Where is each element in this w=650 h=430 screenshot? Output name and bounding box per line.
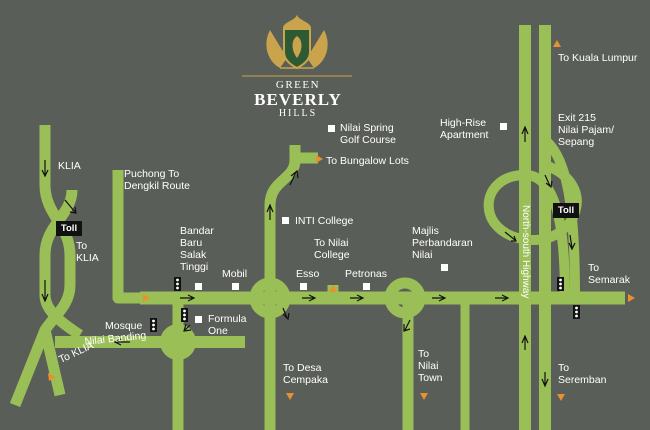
label-to-seremban: To Seremban	[558, 362, 607, 386]
brand-name-line2: BEVERLY	[254, 90, 342, 109]
interchange-ramp-road	[541, 136, 580, 299]
roundabout	[160, 324, 196, 360]
label-north-south-highway: North-south Highway	[520, 205, 531, 299]
pointer-arrow-orange	[286, 393, 294, 400]
label-to-nilai-college: To Nilai College	[314, 237, 350, 261]
label-nilai-spring: Nilai Spring Golf Course	[340, 122, 397, 146]
landmark-marker	[282, 217, 289, 224]
direction-arrow	[432, 294, 447, 302]
direction-arrow	[180, 294, 196, 302]
landmark-marker	[441, 264, 448, 271]
direction-arrow	[302, 294, 317, 302]
klia-highway-road	[39, 189, 83, 340]
green-beverly-hills-crest-icon	[266, 14, 328, 70]
pointer-arrow-orange	[420, 393, 428, 400]
direction-arrow	[289, 169, 299, 186]
label-esso: Esso	[296, 268, 320, 280]
label-to-nilai-town: To Nilai Town	[418, 348, 443, 384]
landmark-marker	[363, 283, 370, 290]
landmark-marker	[195, 316, 202, 323]
direction-arrow	[41, 160, 49, 178]
label-majlis: Majlis Perbandaran Nilai	[412, 225, 473, 261]
label-to-semarak: To Semarak	[588, 262, 631, 286]
label-puchong: Puchong To Dengkil Route	[124, 168, 190, 192]
label-petronas: Petronas	[345, 268, 388, 280]
label-to-kuala-lumpur: To Kuala Lumpur	[558, 52, 638, 64]
traffic-light-icon	[181, 308, 188, 322]
landmark-marker	[500, 123, 507, 130]
direction-arrow	[495, 294, 510, 302]
direction-arrow	[521, 334, 529, 350]
pointer-arrow-orange	[553, 40, 561, 47]
label-mosque: Mosque	[105, 320, 143, 332]
direction-arrow	[350, 294, 365, 302]
landmark-marker	[328, 125, 335, 132]
klia-branch-road	[39, 328, 66, 397]
direction-arrow	[113, 338, 130, 346]
direction-arrow	[521, 125, 529, 142]
toll-right-badge: Toll	[553, 203, 579, 218]
traffic-light-icon	[150, 318, 157, 332]
label-inti-college: INTI College	[295, 215, 354, 227]
brand-name-line1: GREEN	[275, 79, 321, 91]
direction-arrow	[568, 234, 576, 251]
direction-arrow	[41, 280, 49, 303]
roundabout	[249, 277, 291, 319]
pointer-arrow-orange	[628, 294, 635, 302]
landmark-marker	[195, 283, 202, 290]
pointer-arrow-orange	[143, 294, 150, 302]
direction-arrow	[541, 372, 549, 388]
pointer-arrow-orange	[48, 373, 56, 381]
traffic-light-icon	[573, 305, 580, 319]
label-exit-215: Exit 215 Nilai Pajam/ Sepang	[558, 112, 615, 148]
pointer-arrow-orange	[316, 155, 323, 163]
direction-arrow	[64, 199, 77, 214]
pointer-arrow-orange	[329, 285, 337, 292]
landmark-marker	[300, 283, 307, 290]
label-klia-top: KLIA	[58, 160, 81, 172]
direction-arrow	[403, 319, 411, 332]
label-formula-one: Formula One	[208, 313, 247, 337]
landmark-marker	[232, 283, 239, 290]
brand-name-line3: HILLS	[278, 108, 318, 119]
traffic-light-icon	[557, 277, 564, 291]
direction-arrow	[504, 231, 517, 242]
label-to-desa-cempaka: To Desa Cempaka	[283, 362, 328, 386]
direction-arrow	[266, 203, 274, 220]
label-high-rise: High-Rise Apartment	[440, 117, 489, 141]
label-to-bungalow-lots: To Bungalow Lots	[326, 155, 409, 167]
direction-arrow	[183, 323, 192, 332]
pointer-arrow-orange	[557, 394, 565, 401]
traffic-light-icon	[174, 277, 181, 291]
direction-arrow	[282, 307, 290, 321]
label-mobil: Mobil	[222, 268, 248, 280]
bungalow-road	[264, 145, 301, 298]
toll-left-badge: Toll	[56, 221, 82, 236]
label-to-klia-mid: To KLIA	[76, 240, 99, 264]
label-bandar-baru: Bandar Baru Salak Tinggi	[180, 225, 214, 273]
direction-arrow	[544, 174, 553, 189]
roundabout	[384, 277, 426, 319]
